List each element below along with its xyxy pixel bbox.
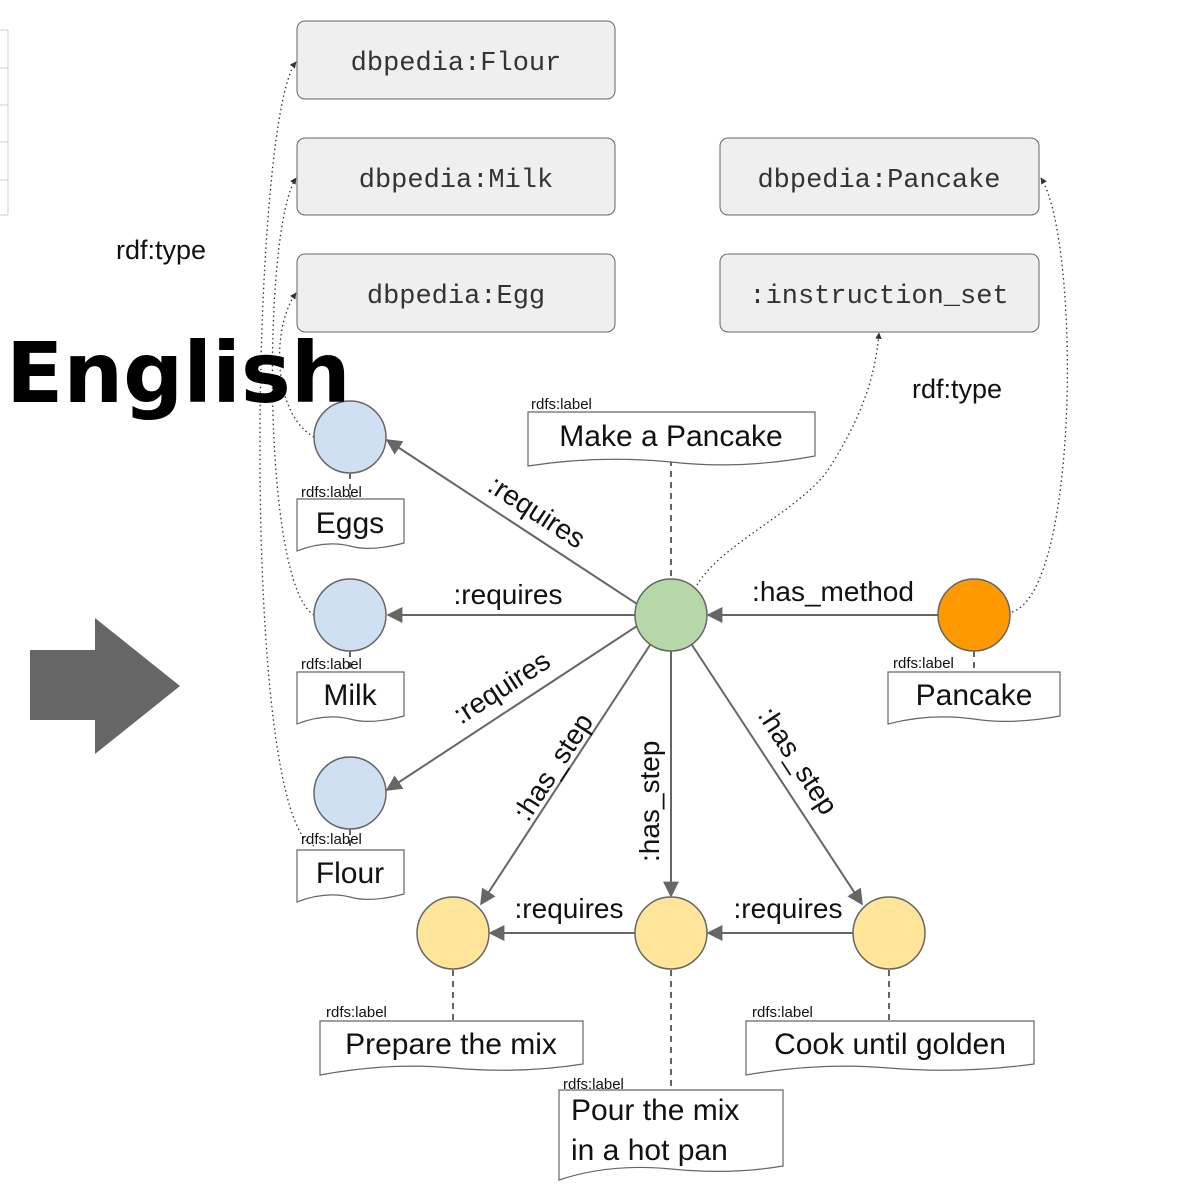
rdfs-label-caption-prepare: rdfs:label: [326, 1004, 387, 1021]
node-flour: [313, 756, 387, 830]
node-eggs: [313, 400, 387, 474]
rdfs-label-caption-milk: rdfs:label: [301, 656, 362, 673]
edge-label-has-step-pour: :has_step: [634, 741, 665, 862]
class-box-egg: dbpedia:Egg: [296, 253, 616, 333]
edge-label-requires-milk: :requires: [454, 579, 563, 610]
right-arrow-icon: [30, 618, 180, 754]
heading-english: English: [6, 324, 351, 422]
edge-label-has-method: :has_method: [752, 576, 914, 607]
class-box-egg-text: dbpedia:Egg: [367, 282, 545, 312]
label-box-pancake: Pancake: [887, 671, 1061, 725]
rdfs-label-caption-pancake: rdfs:label: [893, 655, 954, 672]
node-milk: [313, 578, 387, 652]
label-eggs-text: Eggs: [316, 507, 384, 540]
rdfs-label-caption-eggs: rdfs:label: [301, 484, 362, 501]
label-flour-text: Flour: [316, 857, 384, 890]
class-box-flour-text: dbpedia:Flour: [351, 49, 562, 79]
node-step-prepare: [416, 896, 490, 970]
rdfs-label-caption-cook: rdfs:label: [752, 1004, 813, 1021]
label-box-eggs: Eggs: [296, 498, 405, 552]
node-step-cook: [852, 896, 926, 970]
label-box-flour: Flour: [296, 849, 405, 903]
edge-label-has-step-cook: :has_step: [752, 701, 844, 820]
edge-label-has-step-prepare: :has_step: [507, 708, 599, 827]
label-box-prepare: Prepare the mix: [319, 1020, 584, 1076]
label-box-pour: Pour the mix in a hot pan: [558, 1089, 784, 1181]
node-recipe: [937, 578, 1011, 652]
label-box-make: Make a Pancake: [527, 411, 816, 467]
class-box-milk: dbpedia:Milk: [296, 137, 616, 216]
label-pancake-text: Pancake: [916, 679, 1033, 712]
label-make-text: Make a Pancake: [559, 420, 782, 453]
label-pour-line1-text: Pour the mix: [571, 1094, 739, 1127]
rdfs-label-caption-flour: rdfs:label: [301, 831, 362, 848]
edge-label-requires-flour: :requires: [447, 645, 555, 730]
label-milk-text: Milk: [323, 679, 377, 712]
rdf-type-connectors: [259, 61, 1069, 847]
class-box-instruction-set-text: :instruction_set: [749, 282, 1008, 312]
label-box-cook: Cook until golden: [745, 1020, 1035, 1076]
label-prepare-text: Prepare the mix: [345, 1028, 557, 1061]
class-box-instruction-set: :instruction_set: [719, 253, 1040, 333]
rdf-type-label-right: rdf:type: [912, 374, 1002, 404]
label-cook-text: Cook until golden: [774, 1028, 1006, 1061]
class-box-pancake-text: dbpedia:Pancake: [757, 166, 1000, 196]
edge-label-requires-eggs: :requires: [483, 469, 591, 554]
label-box-milk: Milk: [296, 671, 405, 725]
edge-label-requires-step-pour: :requires: [515, 893, 624, 924]
graph-edges: [385, 439, 938, 941]
rdfs-label-caption-pour: rdfs:label: [563, 1076, 624, 1093]
edge-label-requires-step-cook: :requires: [734, 893, 843, 924]
label-connectors: [349, 460, 975, 1090]
class-box-milk-text: dbpedia:Milk: [359, 166, 553, 196]
node-step-pour: [634, 896, 708, 970]
rdfs-label-caption-make: rdfs:label: [531, 396, 592, 413]
class-box-pancake: dbpedia:Pancake: [719, 137, 1040, 216]
class-box-flour: dbpedia:Flour: [296, 20, 616, 100]
table-edge-fragment: [0, 29, 9, 216]
node-instruction-set: [634, 578, 708, 652]
rdf-type-label-left: rdf:type: [116, 235, 206, 265]
label-pour-line2-text: in a hot pan: [571, 1134, 728, 1167]
